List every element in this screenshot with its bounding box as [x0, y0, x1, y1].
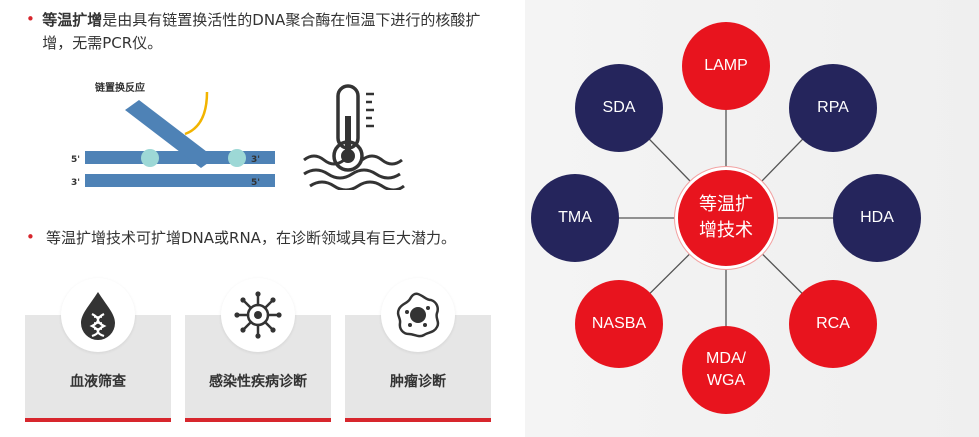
arrow-curve-icon	[184, 91, 209, 136]
technology-diagram: LAMP RPA HDA RCA MDA/WGA NASBA TMA SDA 等…	[525, 0, 979, 437]
node-rpa: RPA	[789, 64, 877, 152]
node-hda: HDA	[833, 174, 921, 262]
card-label: 感染性疾病诊断	[209, 374, 307, 390]
node-tma: TMA	[531, 174, 619, 262]
center-node-isothermal: 等温扩增技术	[675, 167, 777, 269]
bullet-point-1: • 等温扩增是由具有链置换活性的DNA聚合酶在恒温下进行的核酸扩增，无需PCR仪…	[26, 9, 496, 55]
bullet-dot-icon: •	[26, 228, 35, 246]
card-accent-bar	[185, 418, 331, 422]
thermometer-icon	[300, 80, 410, 192]
bullet-point-2: • 等温扩增技术可扩增DNA或RNA，在诊断领域具有巨大潜力。	[26, 227, 506, 250]
card-tumor-diagnosis: 肿瘤诊断	[345, 278, 491, 422]
node-rca: RCA	[789, 280, 877, 368]
node-sda: SDA	[575, 64, 663, 152]
bullet-dot-icon: •	[26, 10, 35, 28]
card-label: 肿瘤诊断	[390, 374, 446, 390]
blood-drop-dna-icon	[61, 278, 135, 352]
node-nasba: NASBA	[575, 280, 663, 368]
card-accent-bar	[25, 418, 171, 422]
bullet-1-text: 是由具有链置换活性的DNA聚合酶在恒温下进行的核酸扩增，无需PCR仪。	[42, 11, 481, 52]
label-5-left: 5'	[71, 155, 80, 165]
bullet-1-strong: 等温扩增	[42, 11, 103, 29]
label-3-left: 3'	[71, 178, 80, 188]
bullet-2-text: 等温扩增技术可扩增DNA或RNA，在诊断领域具有巨大潜力。	[46, 229, 456, 247]
polymerase-right-icon	[228, 149, 246, 167]
strand-bottom	[85, 174, 275, 187]
label-3-right: 3'	[251, 155, 260, 165]
tumor-cell-icon	[381, 278, 455, 352]
label-5-right: 5'	[251, 178, 260, 188]
illustration-title: 链置换反应	[94, 81, 145, 94]
card-infectious-disease: 感染性疾病诊断	[185, 278, 331, 422]
strand-top	[85, 151, 275, 164]
node-lamp: LAMP	[682, 22, 770, 110]
card-accent-bar	[345, 418, 491, 422]
polymerase-left-icon	[141, 149, 159, 167]
virus-icon	[221, 278, 295, 352]
left-panel: • 等温扩增是由具有链置换活性的DNA聚合酶在恒温下进行的核酸扩增，无需PCR仪…	[25, 9, 506, 422]
node-mda-wga: MDA/WGA	[682, 326, 770, 414]
card-label: 血液筛查	[70, 374, 126, 390]
strand-displacement-illustration: 链置换反应 5' 3' 3' 5'	[55, 78, 285, 198]
card-blood-screening: 血液筛查	[25, 278, 171, 422]
strand-displaced	[125, 100, 215, 168]
